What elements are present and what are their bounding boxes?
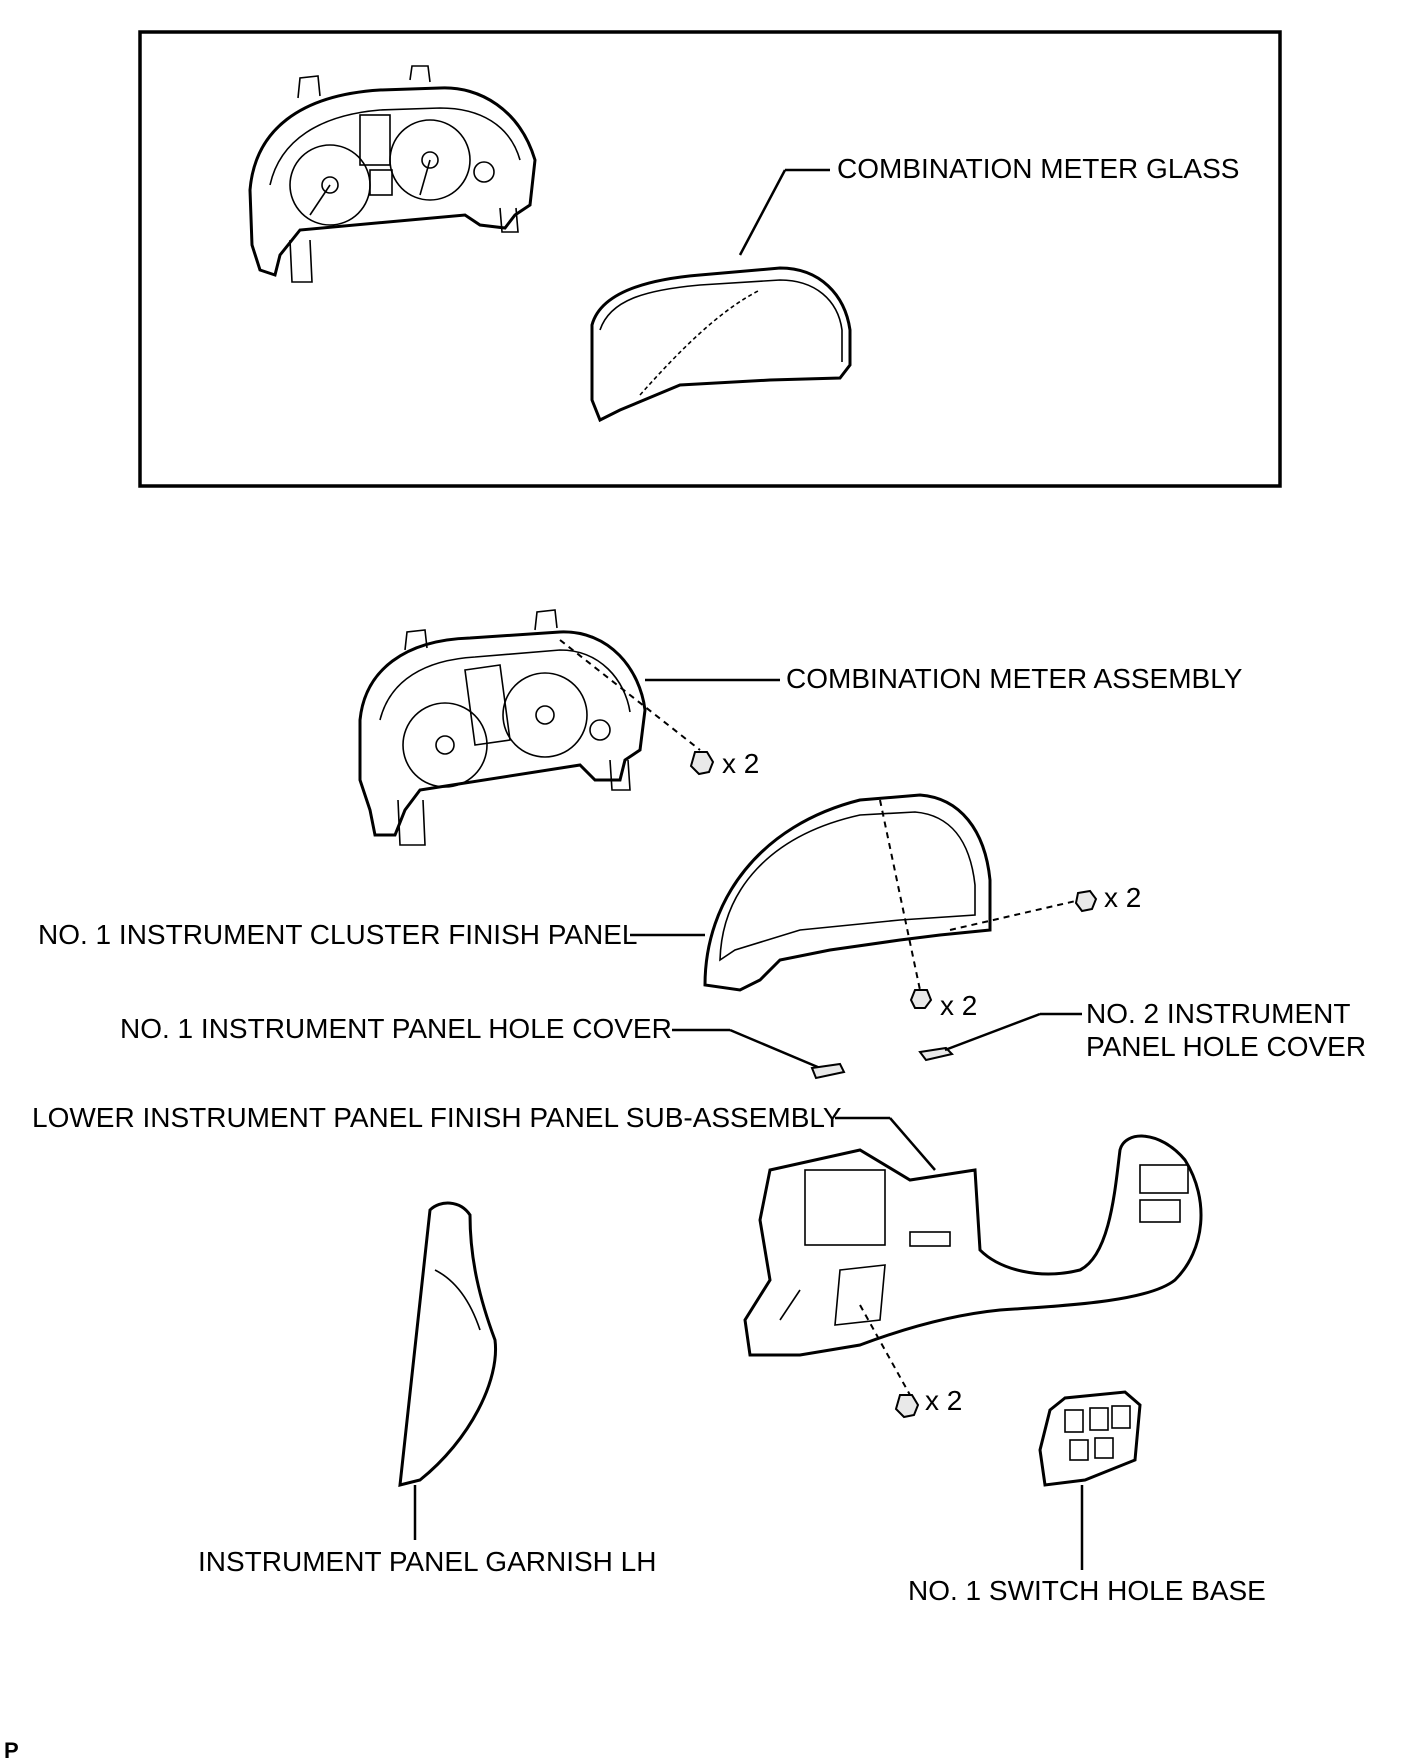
instrument-panel-garnish-lh-illustration xyxy=(398,1201,498,1540)
no1-instrument-panel-hole-cover-label: NO. 1 INSTRUMENT PANEL HOLE COVER xyxy=(120,1013,672,1044)
detail-frame xyxy=(138,30,1282,488)
finish-panel-side-screw-quantity: x 2 xyxy=(1104,882,1141,913)
no1-instrument-cluster-finish-panel-label: NO. 1 INSTRUMENT CLUSTER FINISH PANEL xyxy=(38,919,638,950)
no1-switch-hole-base-label: NO. 1 SWITCH HOLE BASE xyxy=(908,1575,1266,1606)
lower-instrument-panel-finish-panel-illustration xyxy=(743,1116,1203,1419)
no1-switch-hole-base-illustration xyxy=(1038,1390,1142,1570)
finish-panel-bottom-screw-quantity: x 2 xyxy=(940,990,977,1021)
footer-code: P xyxy=(4,1738,19,1763)
combination-meter-assembly-label: COMBINATION METER ASSEMBLY xyxy=(786,663,1243,694)
instrument-panel-garnish-lh-label: INSTRUMENT PANEL GARNISH LH xyxy=(198,1546,656,1577)
no2-instrument-panel-hole-cover-label-line2: PANEL HOLE COVER xyxy=(1086,1031,1366,1062)
combination-meter-glass-illustration xyxy=(590,168,852,423)
combination-meter-assembly-illustration xyxy=(358,609,780,846)
meter-screw-quantity: x 2 xyxy=(722,748,759,779)
lower-panel-screw-quantity: x 2 xyxy=(925,1385,962,1416)
combination-meter-detail-illustration xyxy=(248,65,537,283)
no2-instrument-panel-hole-cover-illustration xyxy=(918,1012,1082,1062)
combination-meter-glass-label: COMBINATION METER GLASS xyxy=(837,153,1239,184)
no1-instrument-cluster-finish-panel-illustration xyxy=(630,793,1098,1009)
no1-instrument-panel-hole-cover-illustration xyxy=(672,1028,846,1080)
no2-instrument-panel-hole-cover-label-line1: NO. 2 INSTRUMENT xyxy=(1086,998,1350,1029)
lower-instrument-panel-finish-panel-label: LOWER INSTRUMENT PANEL FINISH PANEL SUB-… xyxy=(32,1102,842,1133)
